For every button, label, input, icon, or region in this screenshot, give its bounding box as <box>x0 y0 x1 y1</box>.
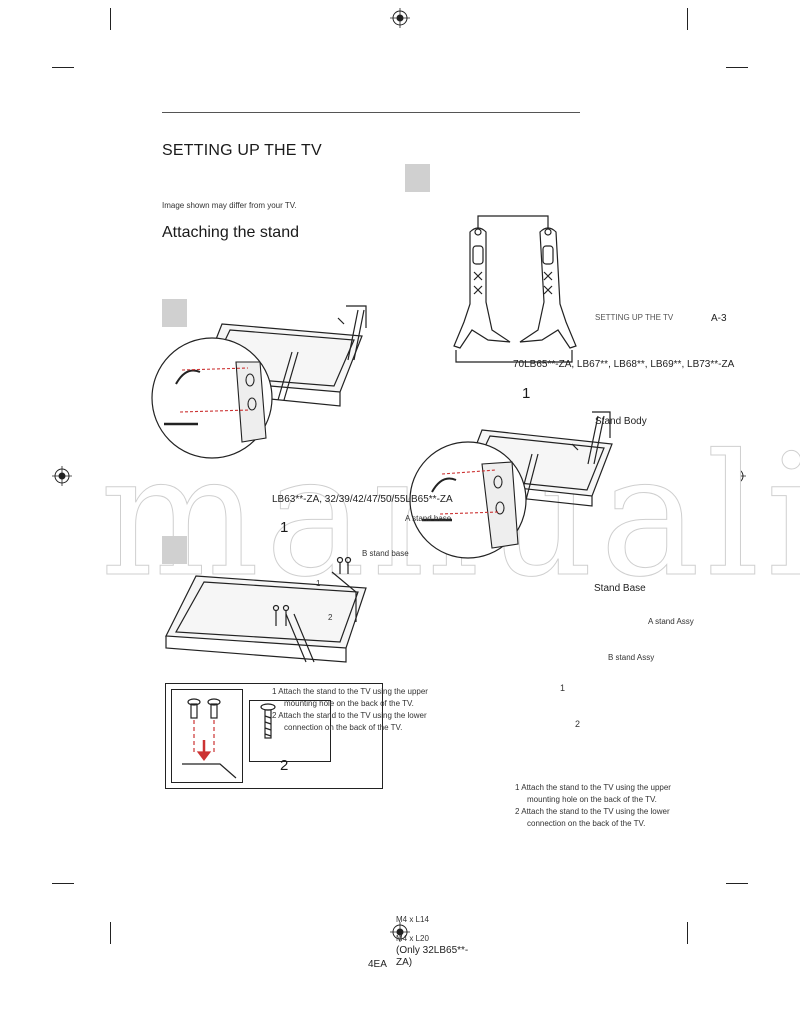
crop-mark <box>687 922 688 944</box>
step-number: 2 <box>280 757 289 774</box>
instruction-line: mounting hole on the back of the TV. <box>284 699 414 708</box>
label-b-stand-base: B stand base <box>362 549 409 558</box>
screw-icon <box>260 703 276 739</box>
instruction-line: connection on the back of the TV. <box>284 723 403 732</box>
registration-mark-icon <box>390 922 410 942</box>
instruction-line: 2 Attach the stand to the TV using the l… <box>272 711 427 720</box>
instruction-line: 1 Attach the stand to the TV using the u… <box>515 783 671 792</box>
step-number: 1 <box>560 683 566 693</box>
model-label-left: LB63**-ZA, 32/39/42/47/50/55LB65**-ZA <box>272 494 453 505</box>
page-number: A-3 <box>711 313 727 324</box>
label-stand-base: Stand Base <box>594 583 646 594</box>
crop-mark <box>726 67 748 68</box>
label-a-stand-base: A stand base <box>405 514 452 523</box>
screw-spec: M4 x L14 <box>396 915 429 924</box>
inset-frame-inner <box>249 700 331 762</box>
instruction-line: connection on the back of the TV. <box>527 819 646 828</box>
header-right: SETTING UP THE TV <box>595 313 674 322</box>
instruction-line: mounting hole on the back of the TV. <box>527 795 657 804</box>
page-title: SETTING UP THE TV <box>162 142 322 159</box>
inset-frame <box>165 683 383 789</box>
step-number: 2 <box>575 719 581 729</box>
step-number: 1 <box>316 579 321 588</box>
tv-stand-illustration-right <box>409 411 613 559</box>
tv-stand-illustration-left-top <box>151 305 367 459</box>
crop-mark <box>687 8 688 30</box>
step-number: 2 <box>328 613 333 622</box>
gray-tab <box>162 299 187 327</box>
screw-icon <box>182 698 237 779</box>
screw-note: (Only 32LB65**- <box>396 945 469 956</box>
model-label-right: 70LB65**-ZA, LB67**, LB68**, LB69**, LB7… <box>513 359 735 370</box>
crop-mark <box>726 883 748 884</box>
label-stand-body: Stand Body <box>595 416 647 427</box>
screw-qty: 4EA <box>368 959 387 970</box>
registration-mark-icon <box>52 466 72 486</box>
screw-note: ZA) <box>396 957 413 968</box>
note-text: Image shown may differ from your TV. <box>162 201 297 210</box>
gray-tab <box>405 164 430 192</box>
tv-screw-illustration-left <box>165 556 367 663</box>
instruction-line: 2 Attach the stand to the TV using the l… <box>515 807 670 816</box>
label-a-stand-assy: A stand Assy <box>648 617 694 626</box>
crop-mark <box>110 922 111 944</box>
registration-mark-icon <box>390 8 410 28</box>
crop-mark <box>110 8 111 30</box>
instruction-line: 1 Attach the stand to the TV using the u… <box>272 687 428 696</box>
label-b-stand-assy: B stand Assy <box>608 653 655 662</box>
screw-spec: M4 x L20 <box>396 934 429 943</box>
crop-mark <box>52 67 74 68</box>
stand-body-illustration <box>453 215 577 363</box>
inset-frame-inner <box>171 689 243 783</box>
registration-mark-icon <box>726 466 746 486</box>
crop-mark <box>52 883 74 884</box>
step-number: 1 <box>280 519 289 536</box>
section-subtitle: Attaching the stand <box>162 224 299 241</box>
step-number: 1 <box>522 385 531 402</box>
header-rule <box>162 112 580 113</box>
gray-tab <box>162 536 187 564</box>
